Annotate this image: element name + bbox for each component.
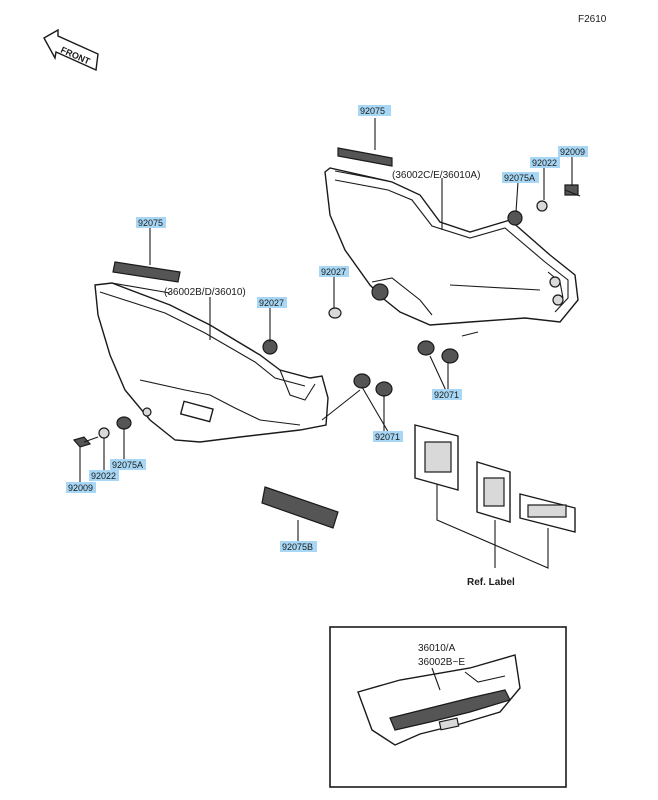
front-arrow-icon: FRONT [43,28,99,72]
inset-line-1: 36010/A [418,643,456,654]
label-92071-right: 92071 [434,390,459,400]
left-side-cover [94,282,329,443]
label-92075a-right: 92075A [504,173,535,183]
label-92075-left: 92075 [138,218,163,228]
label-92027-left: 92027 [259,298,284,308]
ref-label-text: Ref. Label [467,577,515,588]
label-92075a-left: 92075A [112,460,143,470]
label-92075-right: 92075 [360,106,385,116]
right-hardware [328,184,581,364]
label-92009-right: 92009 [560,147,585,157]
inset-line-2: 36002B~E [418,657,465,668]
reference-labels [414,424,576,569]
label-92071-left: 92071 [375,432,400,442]
left-seal-strip [111,261,181,294]
label-92022-right: 92022 [532,158,557,168]
right-side-cover [324,167,579,326]
label-left-cover-assembly: (36002B/D/36010) [164,287,246,298]
right-seal-strip [334,147,393,182]
left-hardware [72,339,393,448]
label-right-cover-assembly: (36002C/E/36010A) [392,170,480,181]
inset-box: 36010/A 36002B~E [329,626,567,788]
label-92027-right: 92027 [321,267,346,277]
label-92022-left: 92022 [91,471,116,481]
label-92075b: 92075B [282,542,313,552]
label-92009-left: 92009 [68,483,93,493]
tape-strip [261,486,339,529]
figure-code: F2610 [578,14,607,25]
